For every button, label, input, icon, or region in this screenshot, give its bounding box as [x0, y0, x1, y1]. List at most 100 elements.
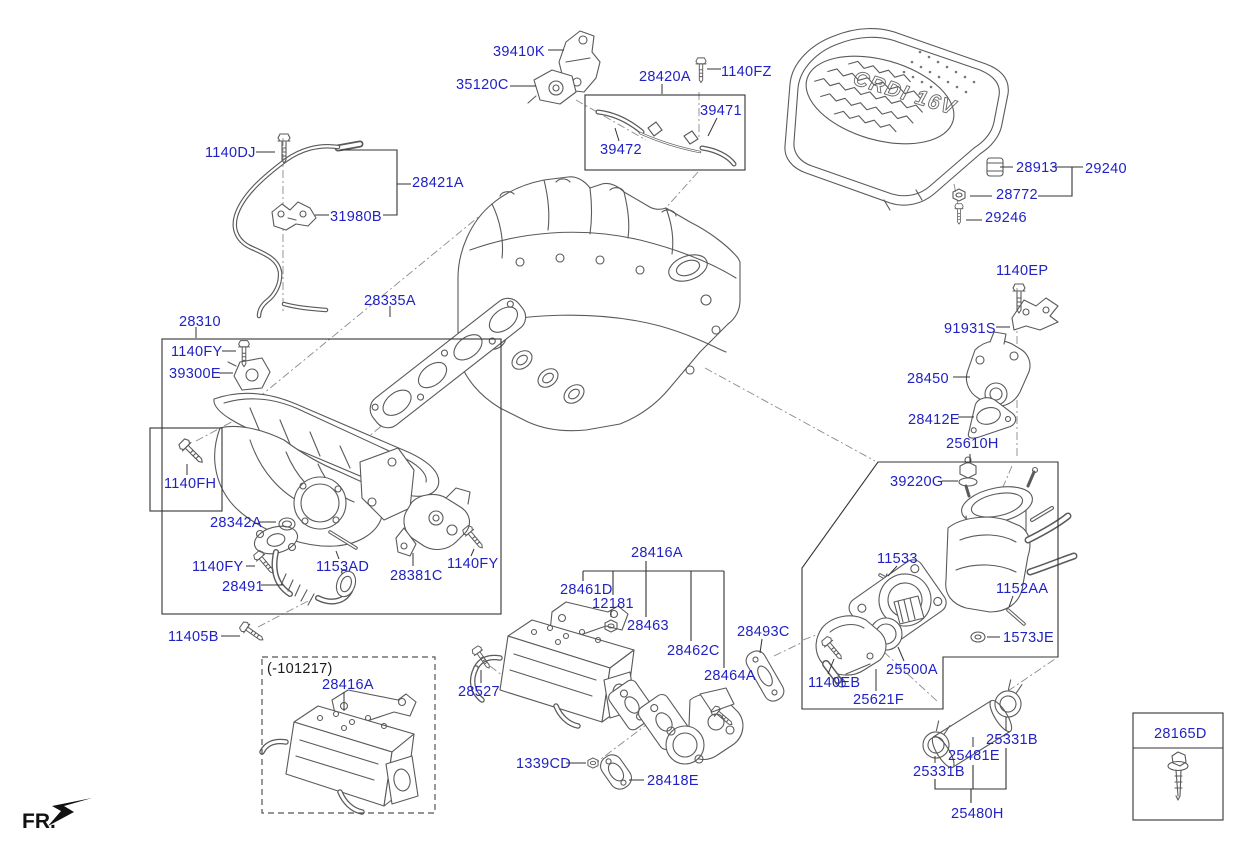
bolt-29246: [954, 203, 964, 225]
part-callout-12181[interactable]: 12181: [592, 596, 634, 612]
plug-1573je: [970, 631, 986, 643]
part-callout-28335A[interactable]: 28335A: [364, 293, 416, 309]
part-callout-28412E[interactable]: 28412E: [908, 412, 960, 428]
part-callout-28310[interactable]: 28310: [179, 314, 221, 330]
thermostat-group-box: [801, 461, 1059, 710]
part-callout-39410K[interactable]: 39410K: [493, 44, 545, 60]
part-callout-25500A[interactable]: 25500A: [886, 662, 938, 678]
part-callout-39300E[interactable]: 39300E: [169, 366, 221, 382]
valve-gasket-drawing: [967, 397, 1017, 439]
part-callout-28464A[interactable]: 28464A: [704, 668, 756, 684]
part-callout-28491[interactable]: 28491: [222, 579, 264, 595]
part-callout-1153AD[interactable]: 1153AD: [316, 559, 370, 575]
o-ring-28342a: [278, 517, 296, 531]
part-callout-29246[interactable]: 29246: [985, 210, 1027, 226]
part-callout-28420A[interactable]: 28420A: [639, 69, 691, 85]
part-callout-1140FH[interactable]: 1140FH: [164, 476, 217, 492]
vacuum-hose-assembly-drawing: [595, 109, 737, 167]
part-callout-1152AA[interactable]: 1152AA: [996, 581, 1049, 597]
front-direction-arrow-icon: [48, 798, 92, 826]
egr-valve-drawing: [637, 687, 744, 765]
bracket-28416a: [582, 561, 725, 668]
leader-lines: [186, 49, 1014, 781]
part-callout-1140FY[interactable]: 1140FY: [171, 344, 223, 360]
part-callout-1573JE[interactable]: 1573JE: [1003, 630, 1054, 646]
part-callout-28527[interactable]: 28527: [458, 684, 500, 700]
cover-dot-pattern: [902, 50, 976, 94]
engine-cover-drawing: CRDI 16V: [784, 28, 1009, 211]
part-callout-25481E[interactable]: 25481E: [948, 748, 1000, 764]
pipe-bracket-drawing: [271, 201, 317, 231]
tps-sensor-drawing: [227, 357, 271, 391]
manifold-group-box: [161, 338, 502, 615]
bracket-25480h: [934, 748, 1007, 803]
part-callout-11405B[interactable]: 11405B: [168, 629, 219, 645]
part-callout-25331B[interactable]: 25331B: [913, 764, 965, 780]
part-callout-28165D[interactable]: 28165D: [1154, 726, 1207, 742]
part-callout-1140FY[interactable]: 1140FY: [192, 559, 244, 575]
part-callout-11533[interactable]: 11533: [877, 551, 918, 567]
part-callout-25610H[interactable]: 25610H: [946, 436, 999, 452]
part-callout-91931S[interactable]: 91931S: [944, 321, 996, 337]
hose-clamp-right: [994, 679, 1023, 718]
wiring-bracket-drawing: [1011, 297, 1059, 331]
bolt-11405b: [237, 619, 267, 645]
part-callout-28913[interactable]: 28913: [1016, 160, 1058, 176]
water-hose-assembly-drawing: [922, 679, 1023, 769]
part-callout-28381C[interactable]: 28381C: [390, 568, 443, 584]
egr-valve-gasket-drawing: [600, 754, 632, 790]
part-callout-31980B[interactable]: 31980B: [330, 209, 382, 225]
egr-actuator-drawing: [395, 487, 471, 557]
superseded-part-dashed-box: [261, 656, 436, 814]
hose-clamp-left: [922, 720, 951, 759]
part-callout-25621F[interactable]: 25621F: [853, 692, 904, 708]
part-callout-28342A[interactable]: 28342A: [210, 515, 262, 531]
part-callout-39471[interactable]: 39471: [700, 103, 742, 119]
part-callout-28416A[interactable]: 28416A: [322, 677, 374, 693]
manifold-gasket-drawing: [369, 297, 527, 429]
egr-cooler-drawing: [469, 601, 637, 729]
part-callout-25480H[interactable]: 25480H: [951, 806, 1004, 822]
stud-1152aa: [1006, 608, 1026, 626]
part-callout-28418E[interactable]: 28418E: [647, 773, 699, 789]
nut-1339cd: [587, 757, 599, 769]
part-callout-1140DJ[interactable]: 1140DJ: [205, 145, 256, 161]
part-callout-1140EP[interactable]: 1140EP: [996, 263, 1049, 279]
part-callout-25331B[interactable]: 25331B: [986, 732, 1038, 748]
part-callout-39472[interactable]: 39472: [600, 142, 642, 158]
bracket-29240: [1038, 166, 1083, 197]
bracket-28421a: [340, 149, 411, 216]
part-callout-28493C[interactable]: 28493C: [737, 624, 790, 640]
part-callout-28461D[interactable]: 28461D: [560, 582, 613, 598]
cover-mount-nut: [952, 188, 966, 202]
part-callout-28463[interactable]: 28463: [627, 618, 669, 634]
part-callout-1339CD[interactable]: 1339CD: [516, 756, 571, 772]
bolt-subgroup-box: [149, 427, 223, 512]
part-callout-28772[interactable]: 28772: [996, 187, 1038, 203]
stud-1153ad: [328, 530, 358, 550]
egr-control-valve-drawing: [965, 331, 1031, 407]
inset-bolt-drawing: [1167, 751, 1189, 801]
part-callout-28421A[interactable]: 28421A: [412, 175, 464, 191]
egr-gasket-drawing: [745, 650, 785, 702]
engine-head-drawing: [457, 176, 741, 432]
hose-assembly-box: [584, 94, 746, 171]
part-callout-39220G[interactable]: 39220G: [890, 474, 944, 490]
part-callout-101217: (-101217): [267, 661, 333, 677]
vacuum-pipe-drawing: [232, 140, 364, 319]
part-callout-28450[interactable]: 28450: [907, 371, 949, 387]
part-callout-29240[interactable]: 29240: [1085, 161, 1127, 177]
inset-part-box: [1132, 712, 1224, 821]
part-callout-35120C[interactable]: 35120C: [456, 77, 509, 93]
part-callout-1140FZ[interactable]: 1140FZ: [721, 64, 772, 80]
part-callout-28462C[interactable]: 28462C: [667, 643, 720, 659]
map-sensor-drawing: [527, 69, 577, 105]
front-direction-label: FR.: [22, 810, 56, 833]
part-callout-28416A[interactable]: 28416A: [631, 545, 683, 561]
egr-cooler-old-drawing: [259, 689, 419, 815]
part-callout-1140FY[interactable]: 1140FY: [447, 556, 499, 572]
coolant-temp-sensor-drawing: [958, 456, 978, 498]
part-callout-1140EB[interactable]: 1140EB: [808, 675, 861, 691]
